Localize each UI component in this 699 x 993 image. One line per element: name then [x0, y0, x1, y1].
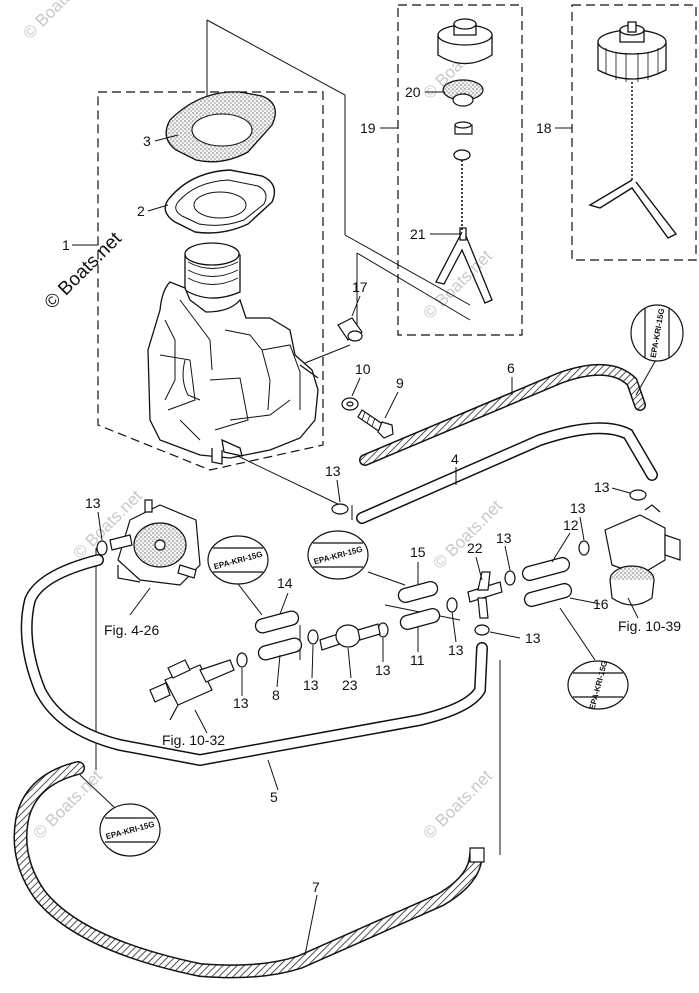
- callout-12: 12: [563, 517, 579, 533]
- callout-13-j: 13: [525, 630, 541, 646]
- guide-line: [356, 252, 471, 321]
- part-10-washer[interactable]: [341, 397, 359, 411]
- part-1-fuel-tank[interactable]: [147, 242, 319, 465]
- callout-8: 8: [272, 687, 280, 703]
- group-boxes: [97, 4, 697, 471]
- hose-label-seal: EPA-KRI-15G: [79, 774, 161, 857]
- callout-13-g: 13: [303, 677, 319, 693]
- clamp[interactable]: [96, 540, 108, 556]
- part-21-cap-chain[interactable]: [435, 149, 493, 304]
- callout-13-c: 13: [85, 495, 101, 511]
- part-4-hose[interactable]: [357, 423, 657, 523]
- part-16-hose[interactable]: [523, 582, 573, 608]
- fig-ref-10-39[interactable]: Fig. 10-39: [618, 618, 681, 634]
- callout-3: 3: [143, 133, 151, 149]
- fuel-filter-carb[interactable]: [604, 504, 681, 606]
- callout-5: 5: [270, 789, 278, 805]
- callout-numbers: 1 2 3 4 5 6 7 8 9 10 11 12 13 13 13 13 1…: [62, 84, 610, 895]
- part-6-hose[interactable]: [360, 365, 645, 465]
- callout-18: 18: [536, 120, 552, 136]
- callout-13-e: 13: [496, 530, 512, 546]
- callout-23: 23: [342, 677, 358, 693]
- clamp[interactable]: [578, 540, 590, 556]
- watermark-faint: © Boats.net: [429, 496, 506, 573]
- part-17-bushing[interactable]: [337, 317, 363, 342]
- guide-lines: [95, 19, 501, 855]
- part-8-hose[interactable]: [257, 637, 303, 662]
- watermark-main: © Boats.net: [41, 228, 127, 314]
- figure-references: Fig. 4-26 Fig. 10-32 Fig. 10-39: [104, 618, 681, 748]
- part-5-hose[interactable]: [22, 555, 487, 765]
- part-9-bolt[interactable]: [357, 409, 394, 439]
- callout-11: 11: [410, 652, 425, 668]
- fig-ref-4-26[interactable]: Fig. 4-26: [104, 622, 159, 638]
- callout-7: 7: [312, 879, 320, 895]
- cap-assembly-18-box: [571, 4, 697, 261]
- callout-22: 22: [467, 540, 483, 556]
- part-12-hose[interactable]: [521, 556, 571, 582]
- callout-13-h: 13: [375, 662, 391, 678]
- callout-13-a: 13: [325, 463, 341, 479]
- callout-13-d: 13: [570, 500, 586, 516]
- part-3-filter-sponge[interactable]: [165, 91, 276, 163]
- part-7-hose[interactable]: [14, 762, 482, 977]
- part-19-cap-assembly-top[interactable]: [437, 18, 493, 65]
- fuel-pump[interactable]: [109, 499, 201, 586]
- part-2-gasket[interactable]: [164, 169, 276, 234]
- part-22-t-joint[interactable]: [467, 571, 503, 619]
- callout-13-b: 13: [594, 479, 610, 495]
- watermark-faint: © Boats.net: [19, 0, 96, 43]
- leader-lines: [72, 91, 639, 956]
- clamp[interactable]: [307, 629, 319, 645]
- part-20-cap-seal[interactable]: [442, 79, 484, 107]
- part-19-cap-fitting[interactable]: [454, 121, 473, 135]
- hose-label-seal: EPA-KRI-15G: [307, 530, 406, 586]
- hose-label-seals: EPA-KRI-15G EPA-KRI-15G EPA-KRI-15G EPA-…: [79, 304, 684, 857]
- clamp[interactable]: [629, 489, 647, 501]
- part-14-hose[interactable]: [254, 610, 300, 635]
- hose-end-fitting: [469, 847, 485, 863]
- cap-assembly-19-box: [397, 4, 523, 336]
- callout-14: 14: [277, 575, 293, 591]
- callout-13-i: 13: [448, 642, 464, 658]
- hose-label-seal: EPA-KRI-15G: [207, 535, 269, 616]
- part-23-inline-filter[interactable]: [319, 623, 381, 651]
- callout-2: 2: [137, 203, 145, 219]
- small-hoses[interactable]: [254, 556, 573, 661]
- callout-4: 4: [451, 451, 459, 467]
- part-7-hose-outline[interactable]: [13, 761, 483, 979]
- part-11-hose[interactable]: [399, 607, 441, 631]
- fuel-connector[interactable]: [149, 659, 235, 721]
- clamp[interactable]: [236, 652, 248, 668]
- callout-17: 17: [352, 279, 368, 295]
- callout-15: 15: [410, 544, 426, 560]
- callout-10: 10: [355, 361, 371, 377]
- hose-label-seal: EPA-KRI-15G: [630, 304, 684, 396]
- tank-group-box: [97, 91, 324, 471]
- callout-21: 21: [410, 226, 426, 242]
- clamp[interactable]: [504, 570, 516, 586]
- watermark-faint: © Boats.net: [419, 766, 496, 843]
- guide-line: [299, 344, 351, 366]
- part-18-fuel-cap[interactable]: [588, 21, 678, 239]
- callout-19: 19: [360, 120, 376, 136]
- callout-13-f: 13: [233, 695, 249, 711]
- clamp[interactable]: [446, 597, 458, 613]
- callout-16: 16: [593, 596, 609, 612]
- callout-9: 9: [396, 375, 404, 391]
- part-15-hose[interactable]: [397, 580, 439, 604]
- guide-line: [206, 19, 471, 306]
- clamp[interactable]: [474, 624, 490, 636]
- clamp[interactable]: [331, 503, 349, 515]
- hose-label-seal: EPA-KRI-15G: [559, 607, 629, 710]
- callout-6: 6: [507, 360, 515, 376]
- callout-20: 20: [405, 84, 421, 100]
- callout-1: 1: [62, 237, 70, 253]
- guide-line: [224, 449, 341, 506]
- fig-ref-10-32[interactable]: Fig. 10-32: [162, 732, 225, 748]
